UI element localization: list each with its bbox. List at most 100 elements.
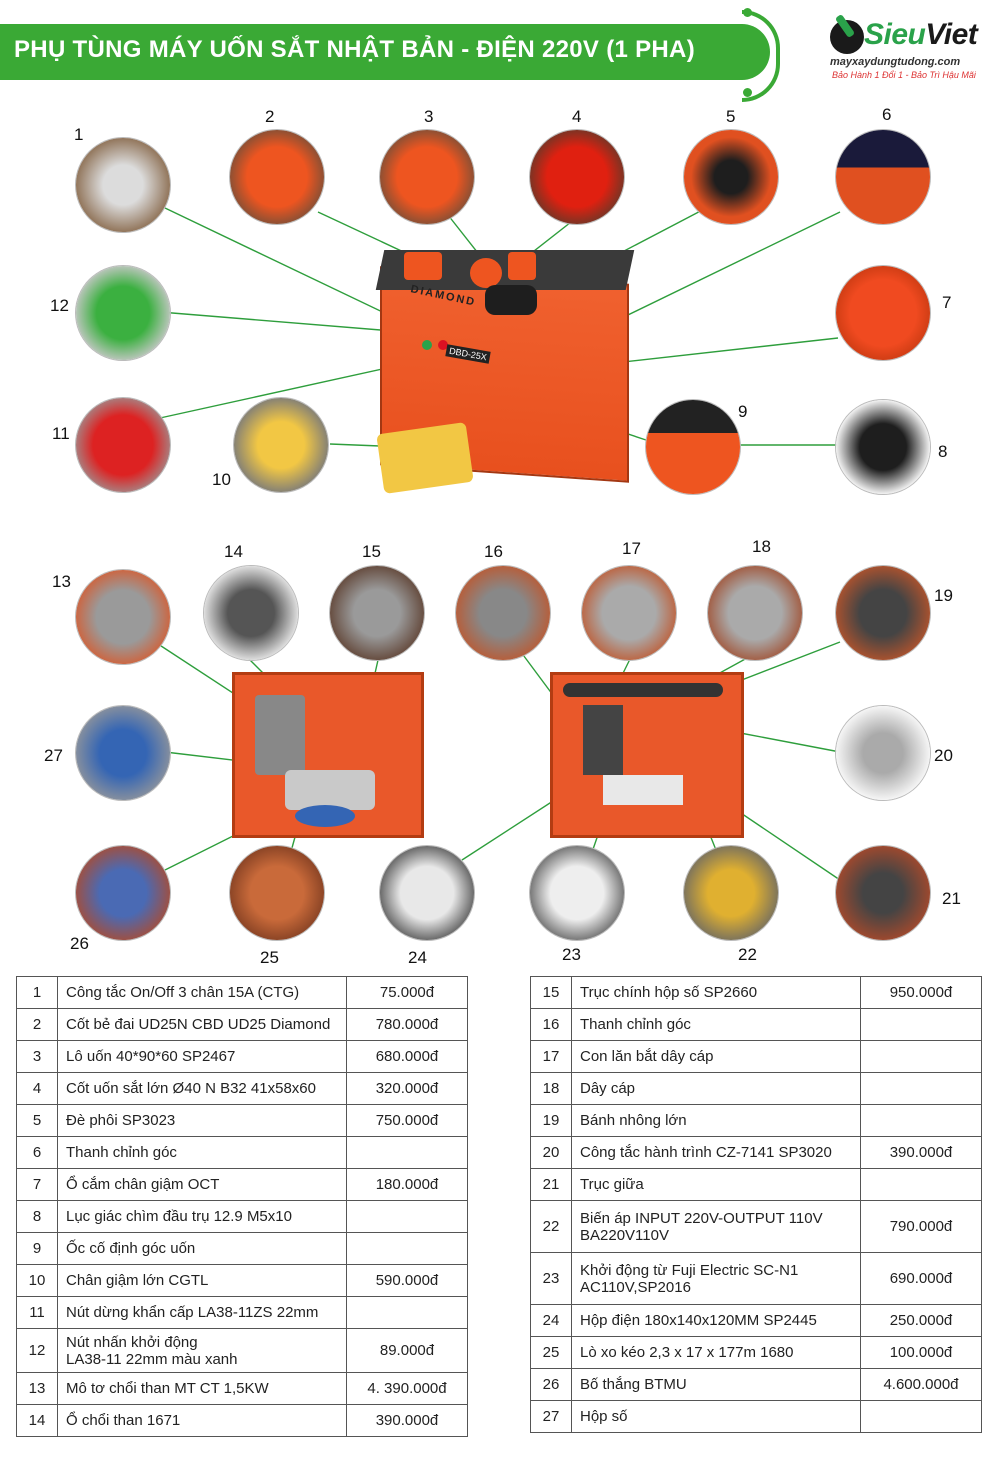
part-name: Lô uốn 40*90*60 SP2467 xyxy=(57,1040,347,1073)
part-number: 18 xyxy=(530,1072,572,1105)
part-price: 680.000đ xyxy=(346,1040,468,1073)
part-price: 750.000đ xyxy=(346,1104,468,1137)
part-price xyxy=(860,1072,982,1105)
part-number: 3 xyxy=(16,1040,58,1073)
part-number: 21 xyxy=(530,1168,572,1201)
logo-url: mayxaydungtudong.com xyxy=(830,56,961,68)
part-name: Công tắc hành trình CZ-7141 SP3020 xyxy=(571,1136,861,1169)
part-number: 5 xyxy=(16,1104,58,1137)
title-banner xyxy=(0,24,770,80)
part-thumbnail-3 xyxy=(380,130,474,224)
part-name: Công tắc On/Off 3 chân 15A (CTG) xyxy=(57,976,347,1009)
callout-number: 19 xyxy=(934,586,953,605)
part-name-line: Dây cáp xyxy=(580,1080,636,1097)
part-name: Trục giữa xyxy=(571,1168,861,1201)
callout-number: 27 xyxy=(44,746,63,765)
part-number: 4 xyxy=(16,1072,58,1105)
part-name-line: Chân giậm lớn CGTL xyxy=(66,1272,209,1289)
part-name-line: Trục giữa xyxy=(580,1176,644,1193)
part-number: 9 xyxy=(16,1232,58,1265)
part-name: Ổ chổi than 1671 xyxy=(57,1404,347,1437)
part-name-line: Trục chính hộp số SP2660 xyxy=(580,984,758,1001)
part-price: 390.000đ xyxy=(346,1404,468,1437)
banner-dot xyxy=(743,88,752,97)
callout-number: 26 xyxy=(70,934,89,953)
part-price xyxy=(346,1200,468,1233)
part-price xyxy=(346,1296,468,1329)
part-price xyxy=(346,1136,468,1169)
part-thumbnail-1 xyxy=(76,138,170,232)
callout-number: 3 xyxy=(424,107,434,126)
part-thumbnail-11 xyxy=(76,398,170,492)
part-price xyxy=(860,1008,982,1041)
part-number: 11 xyxy=(16,1296,58,1329)
callout-number: 2 xyxy=(265,107,275,126)
part-price: 390.000đ xyxy=(860,1136,982,1169)
callout-number: 25 xyxy=(260,948,279,967)
part-name-line: Đè phôi SP3023 xyxy=(66,1112,176,1129)
part-name-line: Mô tơ chổi than MT CT 1,5KW xyxy=(66,1380,269,1397)
callout-number: 16 xyxy=(484,542,503,561)
interior-panel-right xyxy=(550,672,744,838)
part-name: Trục chính hộp số SP2660 xyxy=(571,976,861,1009)
part-thumbnail-10 xyxy=(234,398,328,492)
brand-logo[interactable]: SieuViet mayxaydungtudong.com Bảo Hành 1… xyxy=(826,14,986,84)
callout-number: 22 xyxy=(738,945,757,964)
callout-number: 24 xyxy=(408,948,427,967)
part-number: 14 xyxy=(16,1404,58,1437)
table-row: 21 Trục giữa xyxy=(530,1168,982,1201)
logo-mark-icon xyxy=(830,20,864,54)
logo-name: SieuViet xyxy=(864,18,978,51)
part-name-line: Hộp số xyxy=(580,1408,628,1425)
part-price xyxy=(860,1104,982,1137)
part-number: 19 xyxy=(530,1104,572,1137)
part-thumbnail-26 xyxy=(76,846,170,940)
part-price: 75.000đ xyxy=(346,976,468,1009)
part-number: 24 xyxy=(530,1304,572,1337)
part-number: 23 xyxy=(530,1252,572,1305)
table-row: 19 Bánh nhông lớn xyxy=(530,1104,982,1137)
part-thumbnail-5 xyxy=(684,130,778,224)
part-name-line: AC110V,SP2016 xyxy=(580,1278,691,1296)
part-price: 590.000đ xyxy=(346,1264,468,1297)
part-thumbnail-17 xyxy=(582,566,676,660)
part-number: 8 xyxy=(16,1200,58,1233)
callout-number: 1 xyxy=(74,125,84,144)
part-name: Lò xo kéo 2,3 x 17 x 177m 1680 xyxy=(571,1336,861,1369)
part-name: Dây cáp xyxy=(571,1072,861,1105)
callout-number: 8 xyxy=(938,442,948,461)
part-name: Ổ cắm chân giậm OCT xyxy=(57,1168,347,1201)
table-row: 5 Đè phôi SP3023 750.000đ xyxy=(16,1104,468,1137)
part-name-line: Công tắc On/Off 3 chân 15A (CTG) xyxy=(66,984,300,1001)
part-price: 320.000đ xyxy=(346,1072,468,1105)
part-price: 250.000đ xyxy=(860,1304,982,1337)
part-thumbnail-19 xyxy=(836,566,930,660)
callout-number: 15 xyxy=(362,542,381,561)
part-name-line: Khởi động từ Fuji Electric SC-N1 xyxy=(580,1261,799,1279)
callout-number: 17 xyxy=(622,539,641,558)
part-name: Mô tơ chổi than MT CT 1,5KW xyxy=(57,1372,347,1405)
part-thumbnail-24 xyxy=(380,846,474,940)
part-number: 1 xyxy=(16,976,58,1009)
part-name: Bánh nhông lớn xyxy=(571,1104,861,1137)
part-number: 22 xyxy=(530,1200,572,1253)
callout-number: 18 xyxy=(752,537,771,556)
part-thumbnail-27 xyxy=(76,706,170,800)
callout-number: 13 xyxy=(52,572,71,591)
part-price: 4.600.000đ xyxy=(860,1368,982,1401)
part-name-line: Cốt bẻ đai UD25N CBD UD25 Diamond xyxy=(66,1016,331,1033)
part-thumbnail-4 xyxy=(530,130,624,224)
part-name-line: Công tắc hành trình CZ-7141 SP3020 xyxy=(580,1144,832,1161)
part-name-line: Ổ cắm chân giậm OCT xyxy=(66,1176,220,1193)
part-name-line: Bánh nhông lớn xyxy=(580,1112,687,1129)
